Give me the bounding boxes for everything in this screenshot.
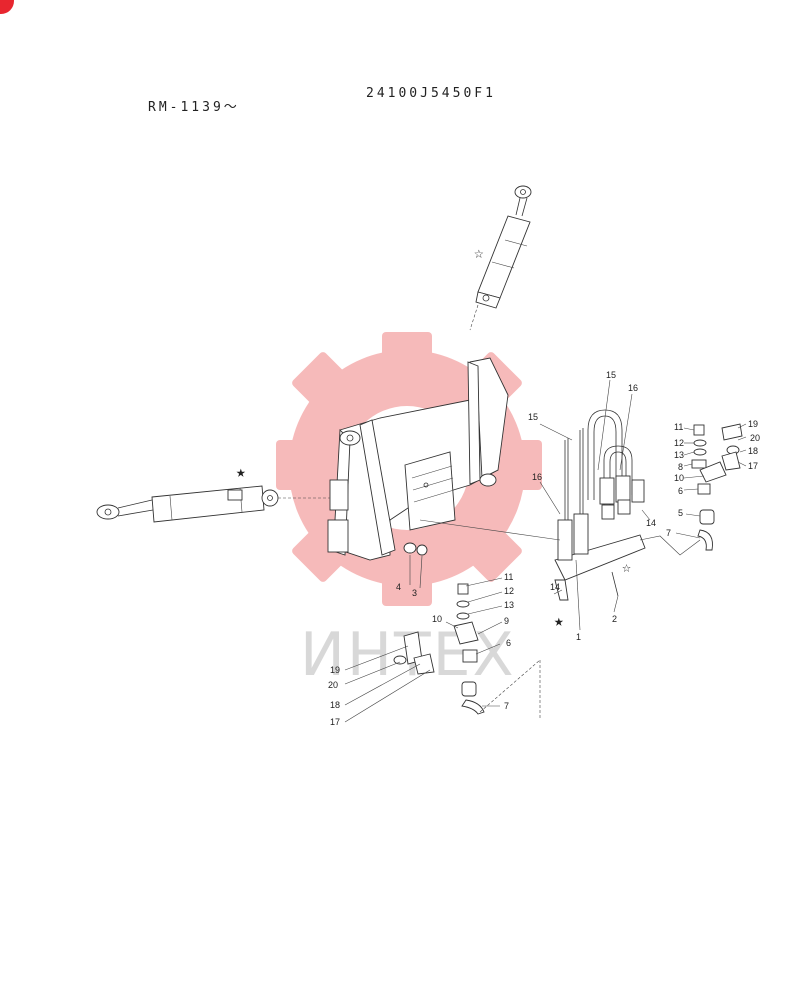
- callout-1: 1: [576, 632, 581, 642]
- callout-13b: 13: [504, 600, 514, 610]
- callout-15b: 15: [528, 412, 538, 422]
- open-star-upper: ☆: [474, 243, 484, 262]
- star-marks: ☆ ★ ★ ☆: [236, 243, 631, 630]
- callout-12a: 12: [674, 438, 684, 448]
- callout-9: 9: [504, 616, 509, 626]
- callout-15a: 15: [606, 370, 616, 380]
- lower-fittings: [393, 519, 561, 720]
- callout-19b: 19: [330, 665, 340, 675]
- callout-18a: 18: [748, 446, 758, 456]
- callout-7b: 7: [504, 701, 509, 711]
- callout-10b: 10: [432, 614, 442, 624]
- right-fittings: [639, 423, 743, 556]
- left-cylinder: [96, 485, 330, 523]
- control-valve: [554, 428, 646, 601]
- callout-14b: 14: [550, 582, 560, 592]
- filled-star-lower: ★: [554, 611, 564, 630]
- callout-6b: 6: [506, 638, 511, 648]
- callout-11a: 11: [674, 422, 683, 432]
- callout-13a: 13: [674, 450, 684, 460]
- callout-labels: 15 16 15 16 1 2 3 4 14 14 11 12 13 8 10 …: [328, 370, 760, 727]
- callout-2: 2: [612, 614, 617, 624]
- callout-5: 5: [678, 508, 683, 518]
- callout-17b: 17: [330, 717, 340, 727]
- callout-6a: 6: [678, 486, 683, 496]
- callout-3: 3: [412, 588, 417, 598]
- callout-17a: 17: [748, 461, 758, 471]
- callout-8: 8: [678, 462, 683, 472]
- callout-16b: 16: [532, 472, 542, 482]
- callout-14a: 14: [646, 518, 656, 528]
- callout-18b: 18: [330, 700, 340, 710]
- callout-4: 4: [396, 582, 401, 592]
- upper-cylinder: [469, 185, 532, 331]
- callout-20a: 20: [750, 433, 760, 443]
- callout-10a: 10: [674, 473, 684, 483]
- leader-lines: [344, 379, 747, 723]
- callout-19a: 19: [748, 419, 758, 429]
- open-star-right: ☆: [622, 558, 631, 576]
- serial-range-label: RM-1139〜: [148, 100, 240, 115]
- lift-frame: [327, 357, 509, 561]
- callout-11b: 11: [504, 572, 513, 582]
- callout-20b: 20: [328, 680, 338, 690]
- callout-7a: 7: [666, 528, 671, 538]
- callout-12b: 12: [504, 586, 514, 596]
- part-number-label: 24100J5450F1: [366, 86, 496, 101]
- filled-star-left: ★: [236, 462, 246, 481]
- hose-pipes: [587, 409, 645, 520]
- callout-16a: 16: [628, 383, 638, 393]
